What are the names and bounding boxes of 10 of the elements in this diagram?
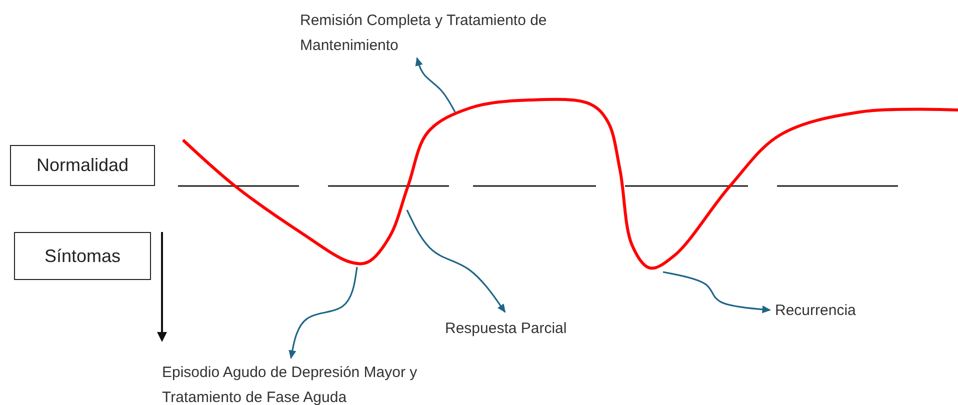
annotation-text: Respuesta Parcial bbox=[445, 316, 605, 341]
annotation-text: Remisión Completa y Tratamiento de Mantenimiento bbox=[300, 8, 580, 58]
leader-arrow bbox=[415, 57, 456, 112]
leader-arrow bbox=[662, 271, 771, 314]
annotation-text: Episodio Agudo de Depresión Mayor y Tratamiento de Fase Aguda bbox=[162, 360, 472, 405]
annotation-text: Recurrencia bbox=[775, 298, 885, 323]
state-box: Normalidad bbox=[10, 145, 155, 186]
state-box: Síntomas bbox=[14, 232, 151, 280]
leader-arrow bbox=[288, 266, 358, 359]
leader-arrow bbox=[406, 210, 506, 313]
